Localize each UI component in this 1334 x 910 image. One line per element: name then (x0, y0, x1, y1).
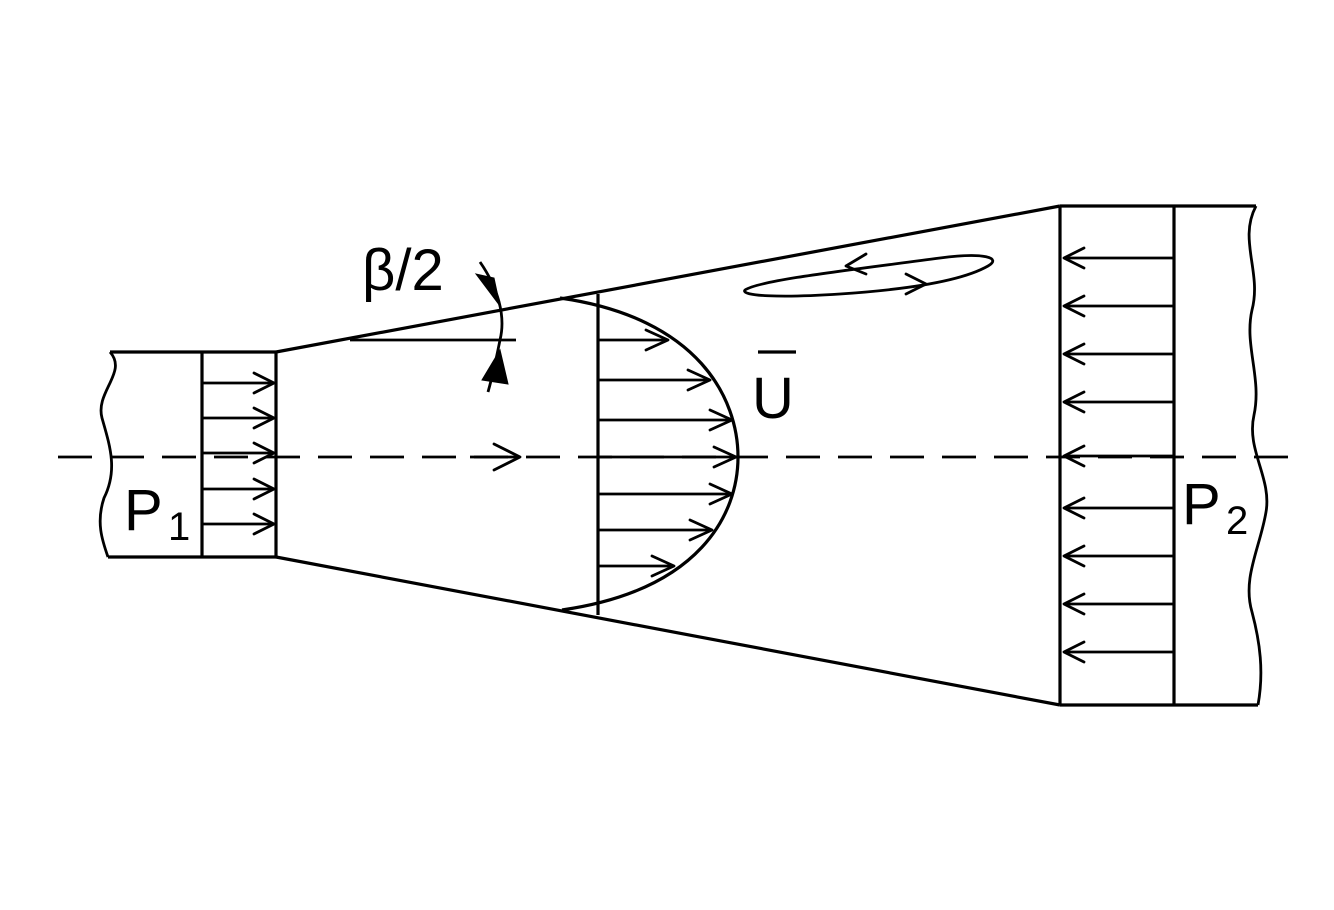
inlet-arrow-head (252, 406, 276, 430)
outlet-arrow-head (1062, 294, 1086, 318)
half-angle-annotation: β/2 (350, 238, 516, 393)
velocity-label: U (752, 350, 796, 431)
outlet-arrow-head (1062, 496, 1086, 520)
outlet-arrow-head (1062, 246, 1086, 270)
inlet-pressure-label: P 1 (124, 478, 190, 549)
outlet-pressure-arrows (1062, 246, 1174, 664)
inlet-pressure-subscript: 1 (168, 505, 190, 549)
inlet-break-line (98, 351, 117, 558)
outlet-arrow-head (1062, 592, 1086, 616)
outlet-pressure-label: P 2 (1182, 472, 1248, 543)
inlet-arrow-head (252, 477, 276, 501)
inlet-velocity-arrows (202, 371, 276, 536)
flow-direction-arrow (470, 442, 522, 472)
profile-arrow-head (650, 554, 676, 578)
diffuser-top-wall (275, 204, 1061, 354)
outlet-arrow-head (1062, 544, 1086, 568)
inlet-arrow-head (252, 371, 276, 395)
eddy-arrow-head (904, 272, 928, 296)
profile-arrow-head (644, 328, 670, 352)
inlet-pressure-symbol: P (124, 478, 163, 543)
eddy-loop (743, 254, 995, 298)
diffuser-bottom-wall (275, 555, 1061, 707)
profile-arrow-head (712, 445, 738, 469)
velocity-profile (559, 294, 740, 615)
angle-label: β/2 (362, 238, 444, 303)
inlet-arrow-head (252, 512, 276, 536)
outlet-pressure-subscript: 2 (1226, 499, 1248, 543)
outlet-pressure-symbol: P (1182, 472, 1221, 537)
outlet-break-line (1247, 205, 1269, 706)
outlet-arrow-head (1062, 390, 1086, 414)
profile-arrow-head (686, 368, 712, 392)
eddy-arrow-head (844, 252, 868, 276)
outlet-arrow-head (1062, 640, 1086, 664)
profile-arrow-head (708, 408, 734, 432)
angle-arrow-top (474, 273, 501, 307)
profile-arrow-head (708, 482, 734, 506)
profile-curve (559, 296, 740, 612)
flow-arrow-head (492, 442, 522, 472)
profile-arrow-head (688, 518, 714, 542)
outlet-arrow-head (1062, 342, 1086, 366)
angle-arrow-bottom (481, 348, 509, 385)
inlet-arrow-head (252, 441, 276, 465)
velocity-symbol: U (752, 366, 794, 431)
recirculation-eddy (743, 252, 995, 298)
